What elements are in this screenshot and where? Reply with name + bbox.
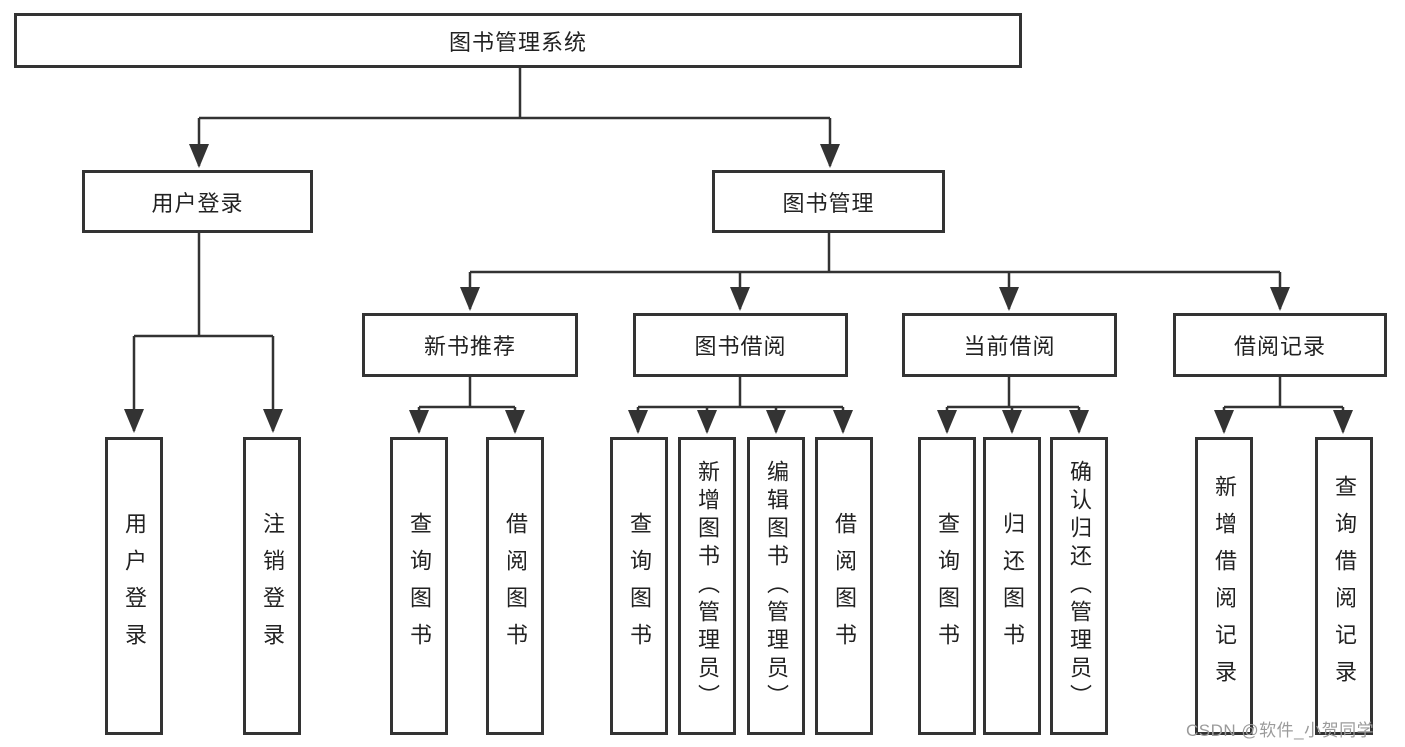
node-new-book-recommend: 新书推荐 xyxy=(362,313,578,377)
leaf-cb-confirm-return-admin: 确认归还（管理员） xyxy=(1050,437,1108,735)
node-book-management-module-label: 图书管理 xyxy=(782,190,875,216)
leaf-cb-return-books-label: 归还图书 xyxy=(1000,512,1025,660)
leaf-bb-query-books-label: 查询图书 xyxy=(627,512,652,660)
node-book-management-module: 图书管理 xyxy=(712,170,945,233)
node-user-login-module-label: 用户登录 xyxy=(151,190,244,216)
leaf-user-login-label: 用户登录 xyxy=(122,512,147,660)
leaf-nbr-query-books: 查询图书 xyxy=(390,437,448,735)
leaf-logout-label: 注销登录 xyxy=(260,512,285,660)
node-book-borrowing-label: 图书借阅 xyxy=(694,334,787,359)
leaf-bb-edit-books-admin-label: 编辑图书（管理员） xyxy=(764,460,789,712)
leaf-bb-add-books-admin-label: 新增图书（管理员） xyxy=(695,460,720,712)
node-borrowing-records: 借阅记录 xyxy=(1173,313,1387,377)
leaf-br-add-record: 新增借阅记录 xyxy=(1195,437,1253,735)
node-root-system-label: 图书管理系统 xyxy=(448,29,587,55)
leaf-br-query-record: 查询借阅记录 xyxy=(1315,437,1373,735)
leaf-bb-borrow-books: 借阅图书 xyxy=(815,437,873,735)
leaf-cb-query-books-label: 查询图书 xyxy=(935,512,960,660)
leaf-bb-edit-books-admin: 编辑图书（管理员） xyxy=(747,437,805,735)
leaf-logout: 注销登录 xyxy=(243,437,301,735)
leaf-cb-query-books: 查询图书 xyxy=(918,437,976,735)
leaf-bb-add-books-admin: 新增图书（管理员） xyxy=(678,437,736,735)
leaf-nbr-borrow-books: 借阅图书 xyxy=(486,437,544,735)
leaf-br-query-record-label: 查询借阅记录 xyxy=(1332,475,1357,697)
leaf-cb-return-books: 归还图书 xyxy=(983,437,1041,735)
leaf-bb-query-books: 查询图书 xyxy=(610,437,668,735)
leaf-nbr-borrow-books-label: 借阅图书 xyxy=(503,512,528,660)
leaf-bb-borrow-books-label: 借阅图书 xyxy=(832,512,857,660)
node-borrowing-records-label: 借阅记录 xyxy=(1233,334,1326,359)
node-current-borrowing-label: 当前借阅 xyxy=(963,334,1056,359)
node-new-book-recommend-label: 新书推荐 xyxy=(423,334,516,359)
leaf-br-add-record-label: 新增借阅记录 xyxy=(1212,475,1237,697)
leaf-cb-confirm-return-admin-label: 确认归还（管理员） xyxy=(1067,460,1092,712)
node-book-borrowing: 图书借阅 xyxy=(633,313,848,377)
node-user-login-module: 用户登录 xyxy=(82,170,313,233)
node-root-system: 图书管理系统 xyxy=(14,13,1022,68)
csdn-watermark: CSDN @软件_小贺同学 xyxy=(1186,721,1375,740)
leaf-nbr-query-books-label: 查询图书 xyxy=(407,512,432,660)
leaf-user-login: 用户登录 xyxy=(105,437,163,735)
node-current-borrowing: 当前借阅 xyxy=(902,313,1117,377)
